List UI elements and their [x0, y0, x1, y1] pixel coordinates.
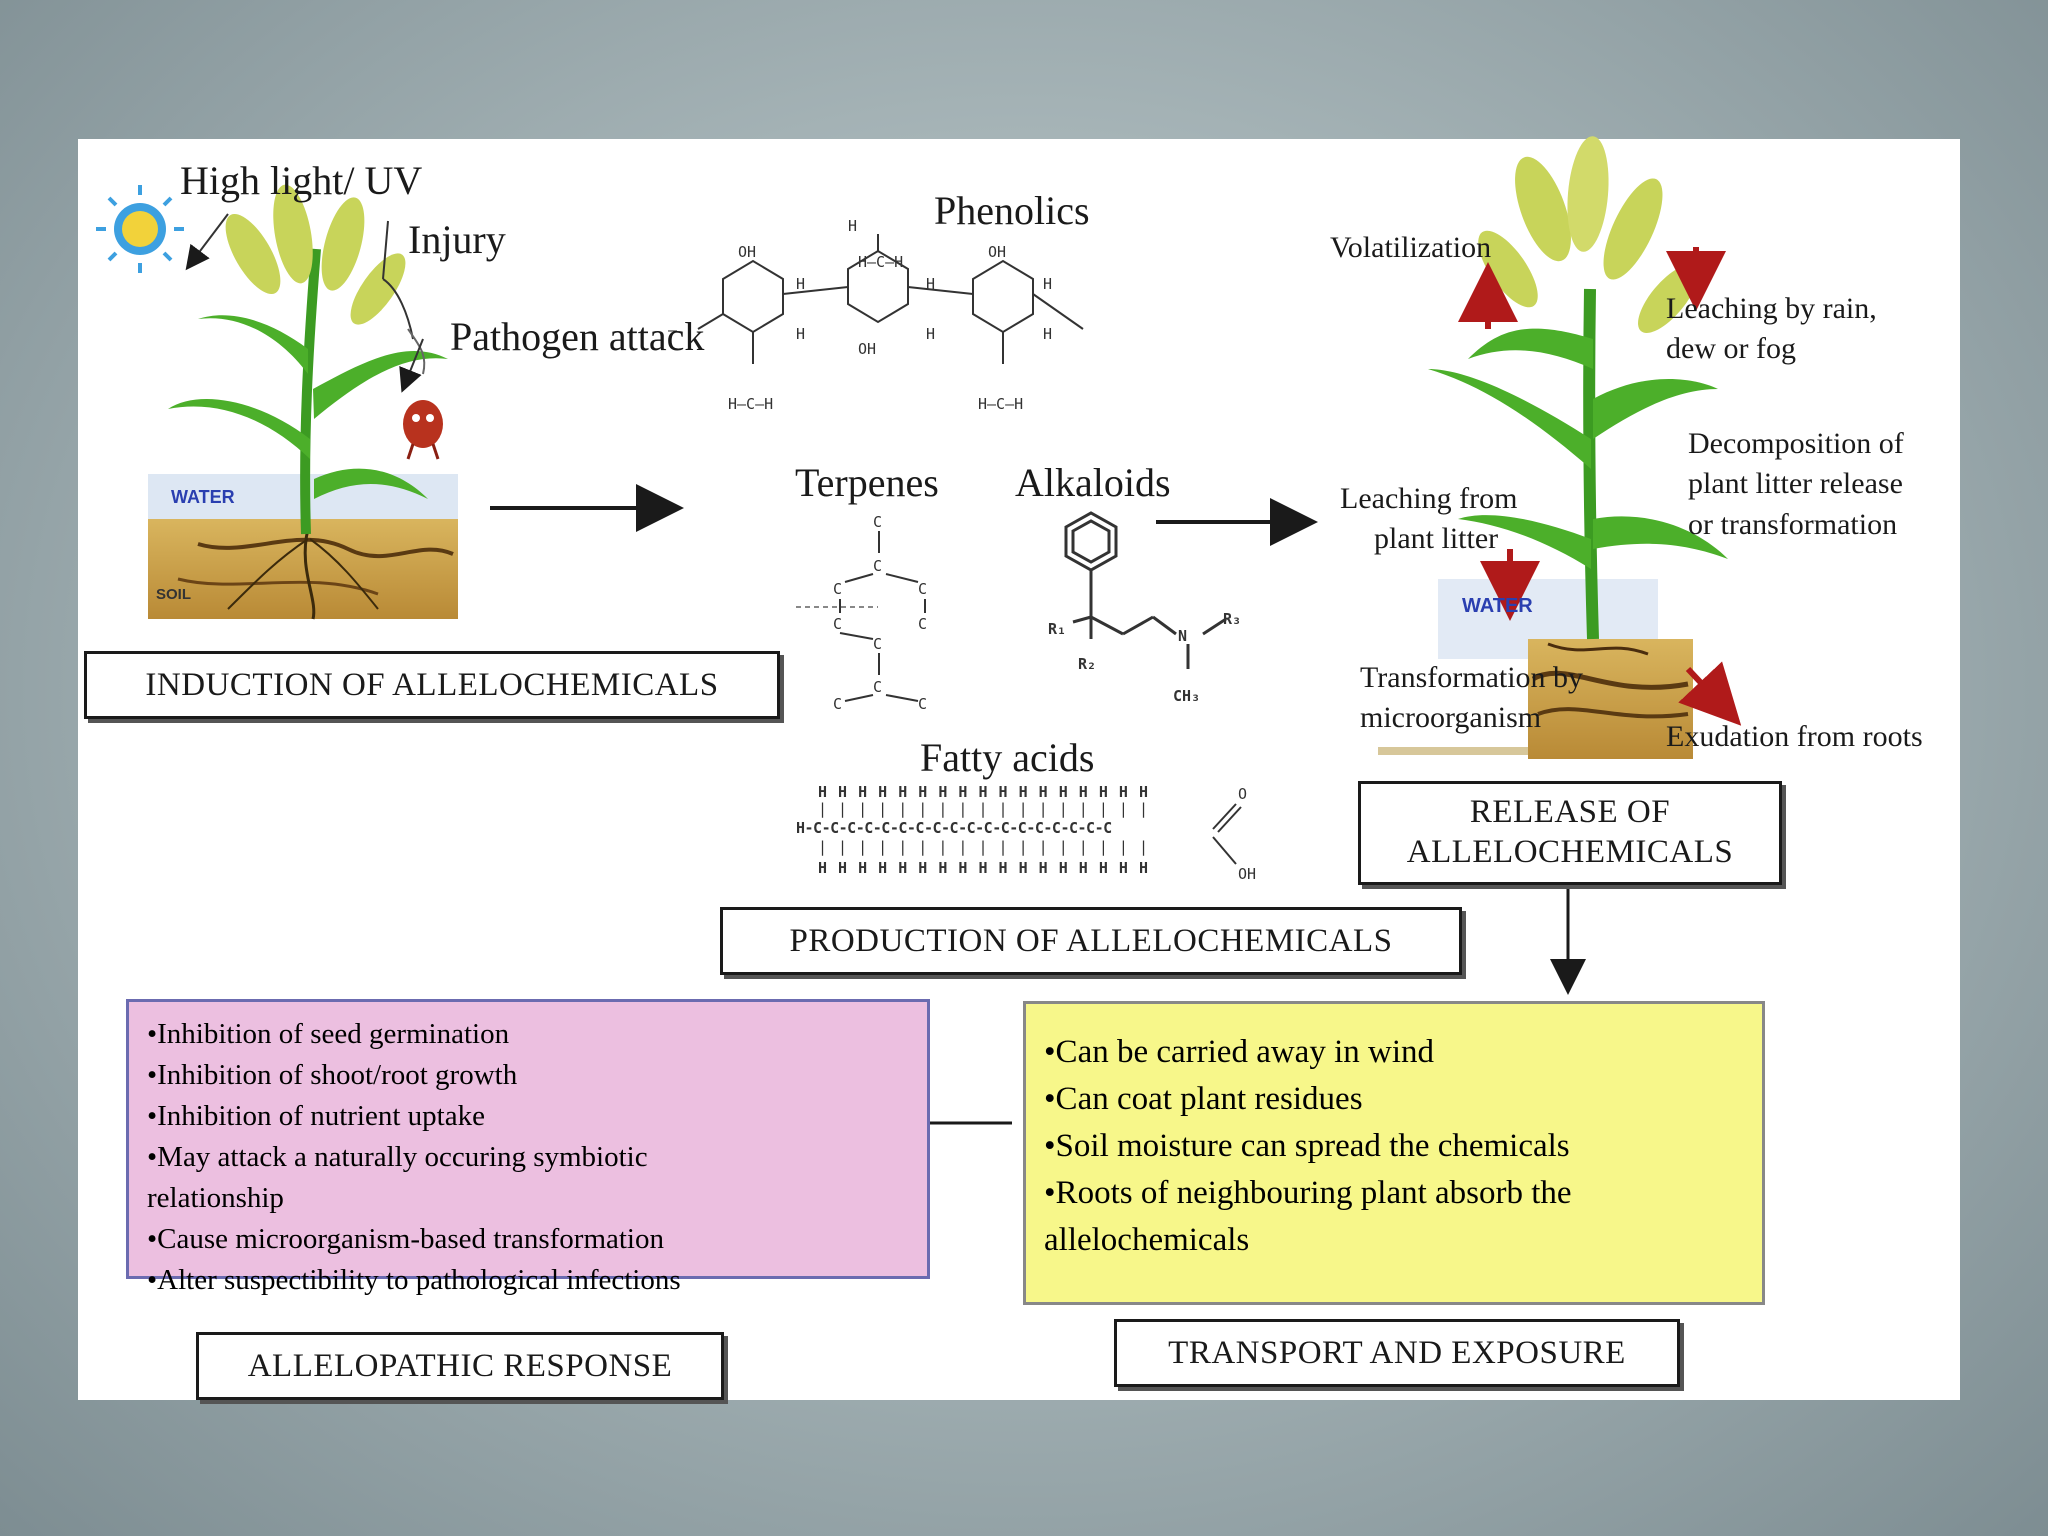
response-title-box: ALLELOPATHIC RESPONSE: [196, 1332, 724, 1400]
response-item: •May attack a naturally occuring symbiot…: [147, 1141, 648, 1173]
svg-text:H: H: [796, 275, 805, 293]
svg-text:C: C: [873, 513, 882, 531]
svg-text:H: H: [926, 325, 935, 343]
plant-icon: [168, 184, 448, 535]
fatty-acids-structure: H H H H H H H H H H H H H H H H H | | | …: [796, 783, 1256, 883]
svg-text:H: H: [796, 325, 805, 343]
svg-text:OH: OH: [858, 340, 876, 358]
svg-text:OH: OH: [738, 243, 756, 261]
decomposition-label-1: Decomposition of: [1688, 427, 1904, 460]
decomposition-label-2: plant litter release: [1688, 467, 1903, 500]
transport-item: •Soil moisture can spread the chemicals: [1044, 1128, 1570, 1164]
svg-text:H: H: [1043, 325, 1052, 343]
injury-label: Injury: [408, 217, 506, 262]
response-item: •Cause microorganism-based transformatio…: [147, 1223, 664, 1255]
induction-title-box: INDUCTION OF ALLELOCHEMICALS: [84, 651, 780, 719]
release-title-box: RELEASE OF ALLELOCHEMICALS: [1358, 781, 1782, 885]
svg-text:H H H H H H H H H H H H H H H: H H H H H H H H H H H H H H H H H: [818, 859, 1149, 877]
svg-text:C: C: [918, 695, 927, 713]
svg-text:—: —: [668, 321, 678, 339]
decomposition-label-3: or transformation: [1688, 508, 1898, 541]
svg-text:O: O: [1238, 785, 1247, 803]
svg-text:C: C: [833, 615, 842, 633]
exudation-label: Exudation from roots: [1666, 720, 1923, 753]
svg-text:C: C: [873, 678, 882, 696]
response-item: •Inhibition of seed germination: [147, 1018, 510, 1050]
response-item: relationship: [147, 1182, 284, 1214]
induction-title: INDUCTION OF ALLELOCHEMICALS: [145, 666, 719, 703]
transport-list-box: •Can be carried away in wind •Can coat p…: [1023, 1001, 1765, 1305]
transport-title: TRANSPORT AND EXPOSURE: [1168, 1334, 1626, 1371]
release-title-line1: RELEASE OF: [1469, 794, 1671, 831]
svg-text:OH: OH: [988, 243, 1006, 261]
transport-title-box: TRANSPORT AND EXPOSURE: [1114, 1319, 1680, 1387]
svg-text:CH₃: CH₃: [1173, 687, 1200, 705]
transport-item: •Can be carried away in wind: [1044, 1034, 1434, 1070]
sun-icon: [96, 185, 184, 273]
svg-text:C: C: [833, 580, 842, 598]
alkaloids-label: Alkaloids: [1015, 460, 1171, 505]
svg-text:H: H: [848, 217, 857, 235]
svg-text:H: H: [926, 275, 935, 293]
release-title-line2: ALLELOCHEMICALS: [1406, 834, 1734, 870]
release-plant-icon: [1428, 136, 1728, 640]
svg-text:OH: OH: [1238, 865, 1256, 883]
water-label: WATER: [171, 487, 235, 507]
response-item: •Inhibition of shoot/root growth: [147, 1059, 518, 1091]
response-title: ALLELOPATHIC RESPONSE: [247, 1347, 673, 1384]
terpenes-structure: C C C C C C C C C C: [796, 513, 927, 713]
svg-text:H H H H H H H H H H H H H H H: H H H H H H H H H H H H H H H H H: [818, 783, 1149, 801]
svg-text:R₃: R₃: [1223, 610, 1241, 628]
pathogen-icon: [403, 400, 443, 460]
transport-item: •Roots of neighbouring plant absorb the: [1044, 1175, 1572, 1211]
svg-text:H: H: [1043, 275, 1052, 293]
leaching-litter-label-1: Leaching from: [1340, 482, 1518, 515]
svg-text:H-C-C-C-C-C-C-C-C-C-C-C-C-C-C-: H-C-C-C-C-C-C-C-C-C-C-C-C-C-C-C-C-C-C: [796, 819, 1112, 837]
alkaloids-structure: R₁ R₂ N R₃ CH₃: [1048, 511, 1241, 705]
response-item: •Inhibition of nutrient uptake: [147, 1100, 485, 1132]
phenolics-label: Phenolics: [934, 188, 1090, 233]
svg-text:H—C—H: H—C—H: [858, 253, 903, 271]
release-red-arrows: [1458, 247, 1742, 726]
pathogen-attack-label: Pathogen attack: [450, 314, 705, 359]
production-title: PRODUCTION OF ALLELOCHEMICALS: [789, 922, 1393, 959]
production-title-box: PRODUCTION OF ALLELOCHEMICALS: [720, 907, 1462, 975]
transport-item: •Can coat plant residues: [1044, 1081, 1363, 1117]
svg-text:C: C: [918, 615, 927, 633]
svg-text:H—C—H: H—C—H: [728, 395, 773, 413]
soil-label: SOIL: [156, 586, 192, 603]
transformation-label-2: microorganism: [1360, 701, 1542, 734]
response-item: •Alter suspectibility to pathological in…: [147, 1264, 681, 1296]
svg-text:N: N: [1178, 627, 1187, 645]
svg-text:R₂: R₂: [1078, 655, 1096, 673]
high-light-uv-label: High light/ UV: [180, 158, 423, 203]
fatty-acids-label: Fatty acids: [920, 735, 1095, 780]
release-water-label: WATER: [1462, 595, 1533, 617]
leaching-litter-label-2: plant litter: [1374, 522, 1499, 555]
terpenes-label: Terpenes: [795, 460, 939, 505]
svg-text:C: C: [918, 580, 927, 598]
leaching-rain-label-2: dew or fog: [1666, 332, 1796, 365]
svg-text:| | | | | | | | | | | | | | |: | | | | | | | | | | | | | | | | |: [818, 838, 1149, 856]
volatilization-label: Volatilization: [1330, 231, 1492, 264]
phenolics-structure: [697, 234, 1084, 364]
transport-item: allelochemicals: [1044, 1222, 1250, 1258]
diagram-graphics: — H—C—H H OH OH OH HH HH HH H—C—H H—C—H …: [96, 136, 1742, 1141]
svg-text:H—C—H: H—C—H: [978, 395, 1023, 413]
svg-text:R₁: R₁: [1048, 620, 1066, 638]
svg-text:C: C: [873, 557, 882, 575]
response-list-box: •Inhibition of seed germination •Inhibit…: [126, 999, 930, 1295]
svg-text:C: C: [833, 695, 842, 713]
benzene-ring-icon: [1064, 511, 1118, 572]
svg-text:| | | | | | | | | | | | | | |: | | | | | | | | | | | | | | | | |: [818, 800, 1149, 818]
transformation-label-1: Transformation by: [1360, 661, 1584, 694]
release-water-soil: [1378, 579, 1693, 759]
svg-text:C: C: [873, 635, 882, 653]
leaching-rain-label-1: Leaching by rain,: [1666, 292, 1877, 325]
